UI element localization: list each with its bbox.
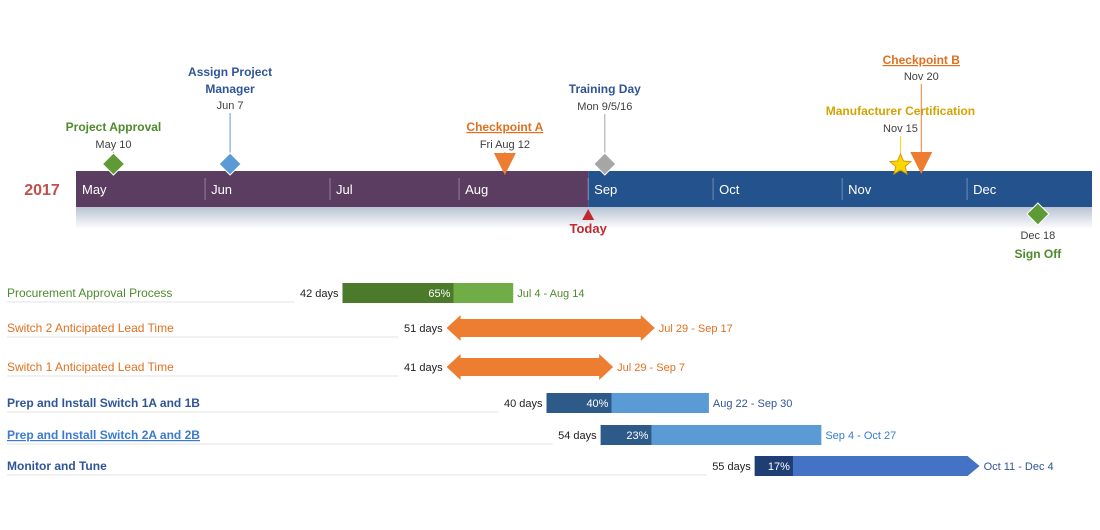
milestone: Checkpoint A Fri Aug 12 bbox=[466, 120, 544, 175]
task-duration: 55 days bbox=[712, 461, 751, 473]
task-row: Switch 2 Anticipated Lead Time 51 days Jul… bbox=[7, 315, 733, 341]
task-duration: 40 days bbox=[504, 398, 543, 410]
task-progress bbox=[546, 393, 612, 413]
milestone-title: Manager bbox=[205, 82, 255, 96]
task-label: Procurement Approval Process bbox=[7, 286, 172, 300]
milestone-diamond bbox=[1026, 202, 1050, 226]
milestone: Checkpoint B Nov 20 bbox=[883, 53, 961, 174]
task-percent: 65% bbox=[428, 288, 450, 300]
month-label: Nov bbox=[848, 182, 872, 197]
milestone-title: Sign Off bbox=[1015, 247, 1063, 261]
task-duration: 54 days bbox=[558, 430, 597, 442]
milestone-title: Training Day bbox=[569, 82, 641, 96]
milestone-date: Dec 18 bbox=[1020, 230, 1055, 242]
task-progress bbox=[754, 456, 793, 476]
milestone-date: Jun 7 bbox=[217, 100, 244, 112]
timeline-elapsed bbox=[76, 171, 589, 207]
task-range: Oct 11 - Dec 4 bbox=[984, 461, 1054, 473]
task-label: Monitor and Tune bbox=[7, 459, 107, 473]
month-label: Jun bbox=[211, 182, 232, 197]
milestone-date: Nov 15 bbox=[883, 123, 918, 135]
milestone-date: May 10 bbox=[95, 139, 131, 151]
task-label: Switch 2 Anticipated Lead Time bbox=[7, 321, 174, 335]
task-percent: 40% bbox=[586, 398, 608, 410]
milestone-triangle bbox=[910, 152, 933, 174]
task-range: Sep 4 - Oct 27 bbox=[825, 430, 896, 442]
task-row: Prep and Install Switch 1A and 1B 40 days… bbox=[7, 393, 792, 413]
task-range: Aug 22 - Sep 30 bbox=[713, 398, 793, 410]
task-duration: 41 days bbox=[404, 362, 443, 374]
milestone-date: Nov 20 bbox=[904, 71, 939, 83]
milestone-title: Assign Project bbox=[188, 65, 272, 79]
task-row: Procurement Approval Process 42 days 65% Ju… bbox=[7, 283, 584, 303]
task-row: Prep and Install Switch 2A and 2B 54 days… bbox=[7, 425, 896, 445]
task-range: Jul 29 - Sep 17 bbox=[659, 323, 733, 335]
milestone-star bbox=[888, 152, 913, 175]
timeline-future bbox=[588, 171, 1092, 207]
month-label: Aug bbox=[465, 182, 488, 197]
milestone-date: Fri Aug 12 bbox=[480, 139, 530, 151]
task-duration: 51 days bbox=[404, 323, 443, 335]
milestone-title: Checkpoint A bbox=[466, 120, 543, 134]
milestone-diamond bbox=[593, 152, 617, 176]
milestone-date: Mon 9/5/16 bbox=[577, 101, 632, 113]
month-label: Jul bbox=[336, 182, 353, 197]
task-bar bbox=[600, 425, 822, 445]
task-range: Jul 4 - Aug 14 bbox=[517, 288, 584, 300]
task-percent: 23% bbox=[626, 430, 648, 442]
today-label: Today bbox=[569, 221, 607, 236]
month-label: Sep bbox=[594, 182, 617, 197]
task-range: Jul 29 - Sep 7 bbox=[617, 362, 685, 374]
task-progress bbox=[342, 283, 454, 303]
milestone-title: Project Approval bbox=[66, 120, 162, 134]
year-label: 2017 bbox=[24, 182, 60, 199]
milestone-triangle bbox=[493, 153, 516, 175]
month-label: Dec bbox=[973, 182, 997, 197]
task-bar bbox=[754, 456, 980, 476]
task-percent: 17% bbox=[768, 461, 790, 473]
milestone-diamond bbox=[218, 152, 242, 176]
task-bar bbox=[446, 354, 614, 380]
task-label: Prep and Install Switch 1A and 1B bbox=[7, 396, 200, 410]
task-progress bbox=[600, 425, 652, 445]
milestone-title: Manufacturer Certification bbox=[826, 104, 975, 118]
task-bar bbox=[446, 315, 655, 341]
month-label: May bbox=[82, 182, 107, 197]
milestone: Sign Off Dec 18 bbox=[1015, 202, 1063, 261]
task-row: Switch 1 Anticipated Lead Time 41 days Jul… bbox=[7, 354, 685, 380]
task-label: Prep and Install Switch 2A and 2B bbox=[7, 428, 200, 442]
month-label: Oct bbox=[719, 182, 740, 197]
task-duration: 42 days bbox=[300, 288, 339, 300]
task-row: Monitor and Tune 55 days 17% Oct 11 - Dec 4 bbox=[7, 456, 1054, 476]
today-marker bbox=[582, 209, 595, 220]
task-label: Switch 1 Anticipated Lead Time bbox=[7, 360, 174, 374]
milestone-title: Checkpoint B bbox=[883, 53, 961, 67]
milestone-diamond bbox=[101, 152, 126, 176]
